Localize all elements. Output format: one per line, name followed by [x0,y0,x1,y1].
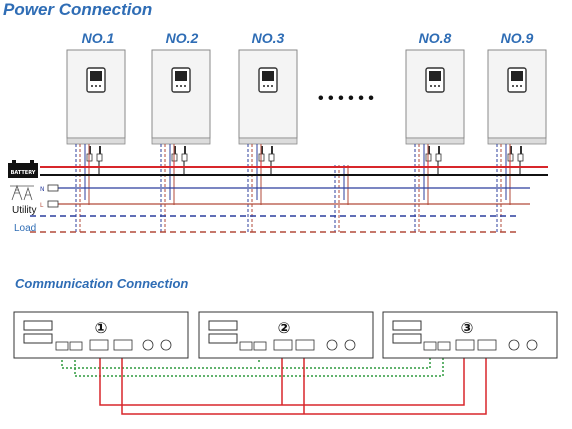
comm-box-3: ③ [382,311,558,359]
svg-text:L: L [40,202,44,209]
comm-unit-number-1: ① [95,319,108,337]
unit-label-9: NO.9 [500,30,534,46]
svg-text:BATTERY: BATTERY [11,170,36,176]
power-connection-title: Power Connection [3,0,153,19]
red-links [99,352,487,415]
utility-label: Utility [12,205,37,216]
comm-unit-number-3: ③ [461,319,474,337]
unit-label-1: NO.1 [81,30,115,46]
inverter-unit-1 [66,49,126,145]
unit-label-8: NO.8 [418,30,452,46]
comm-box-2: ② [198,311,374,359]
unit-label-3: NO.3 [251,30,285,46]
inverter-unit-8 [405,49,465,145]
inverter-unit-9 [487,49,547,145]
utility-pylon-icon [10,184,34,201]
breaker-neutral [47,184,59,192]
inverter-unit-3 [238,49,298,145]
comm-box-1: ① [13,311,189,359]
comm-unit-number-2: ② [278,319,291,337]
load-label: Load [14,223,37,234]
communication-connection-title: Communication Connection [15,276,189,291]
battery-icon: BATTERY [8,160,38,178]
svg-text:N: N [40,186,45,193]
inverter-unit-2 [151,49,211,145]
unit-label-2: NO.2 [165,30,199,46]
ellipsis-dots: • • • • • • [318,90,374,107]
breaker-line [47,200,59,208]
